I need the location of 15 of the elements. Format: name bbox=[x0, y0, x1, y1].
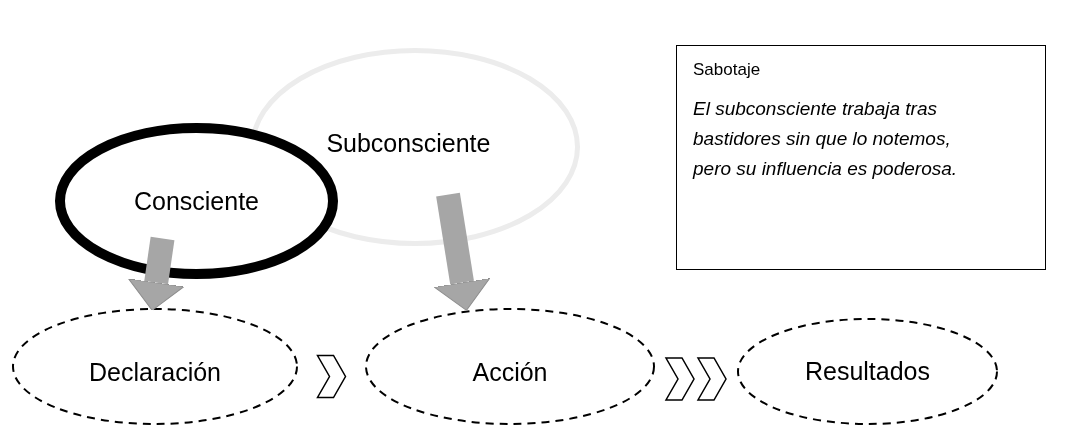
note-text: El subconsciente trabaja tras bastidores sin que lo notemos, pero su influencia es poderosa. bbox=[693, 97, 959, 181]
node-label: Consciente bbox=[133, 186, 260, 216]
block-arrow bbox=[433, 192, 491, 311]
node-label: Declaración bbox=[89, 357, 221, 387]
node-label: Acción bbox=[472, 357, 548, 387]
block-arrow bbox=[127, 236, 185, 311]
node-label: Resultados bbox=[804, 357, 931, 386]
oval-node bbox=[12, 308, 298, 425]
note-box bbox=[676, 45, 1046, 270]
chevron-arrow bbox=[664, 357, 727, 401]
oval-node bbox=[737, 318, 998, 425]
note-heading: Sabotaje bbox=[693, 60, 762, 80]
oval-node bbox=[365, 308, 655, 425]
chevron-arrow bbox=[316, 354, 347, 399]
node-label: Subconsciente bbox=[326, 128, 491, 158]
